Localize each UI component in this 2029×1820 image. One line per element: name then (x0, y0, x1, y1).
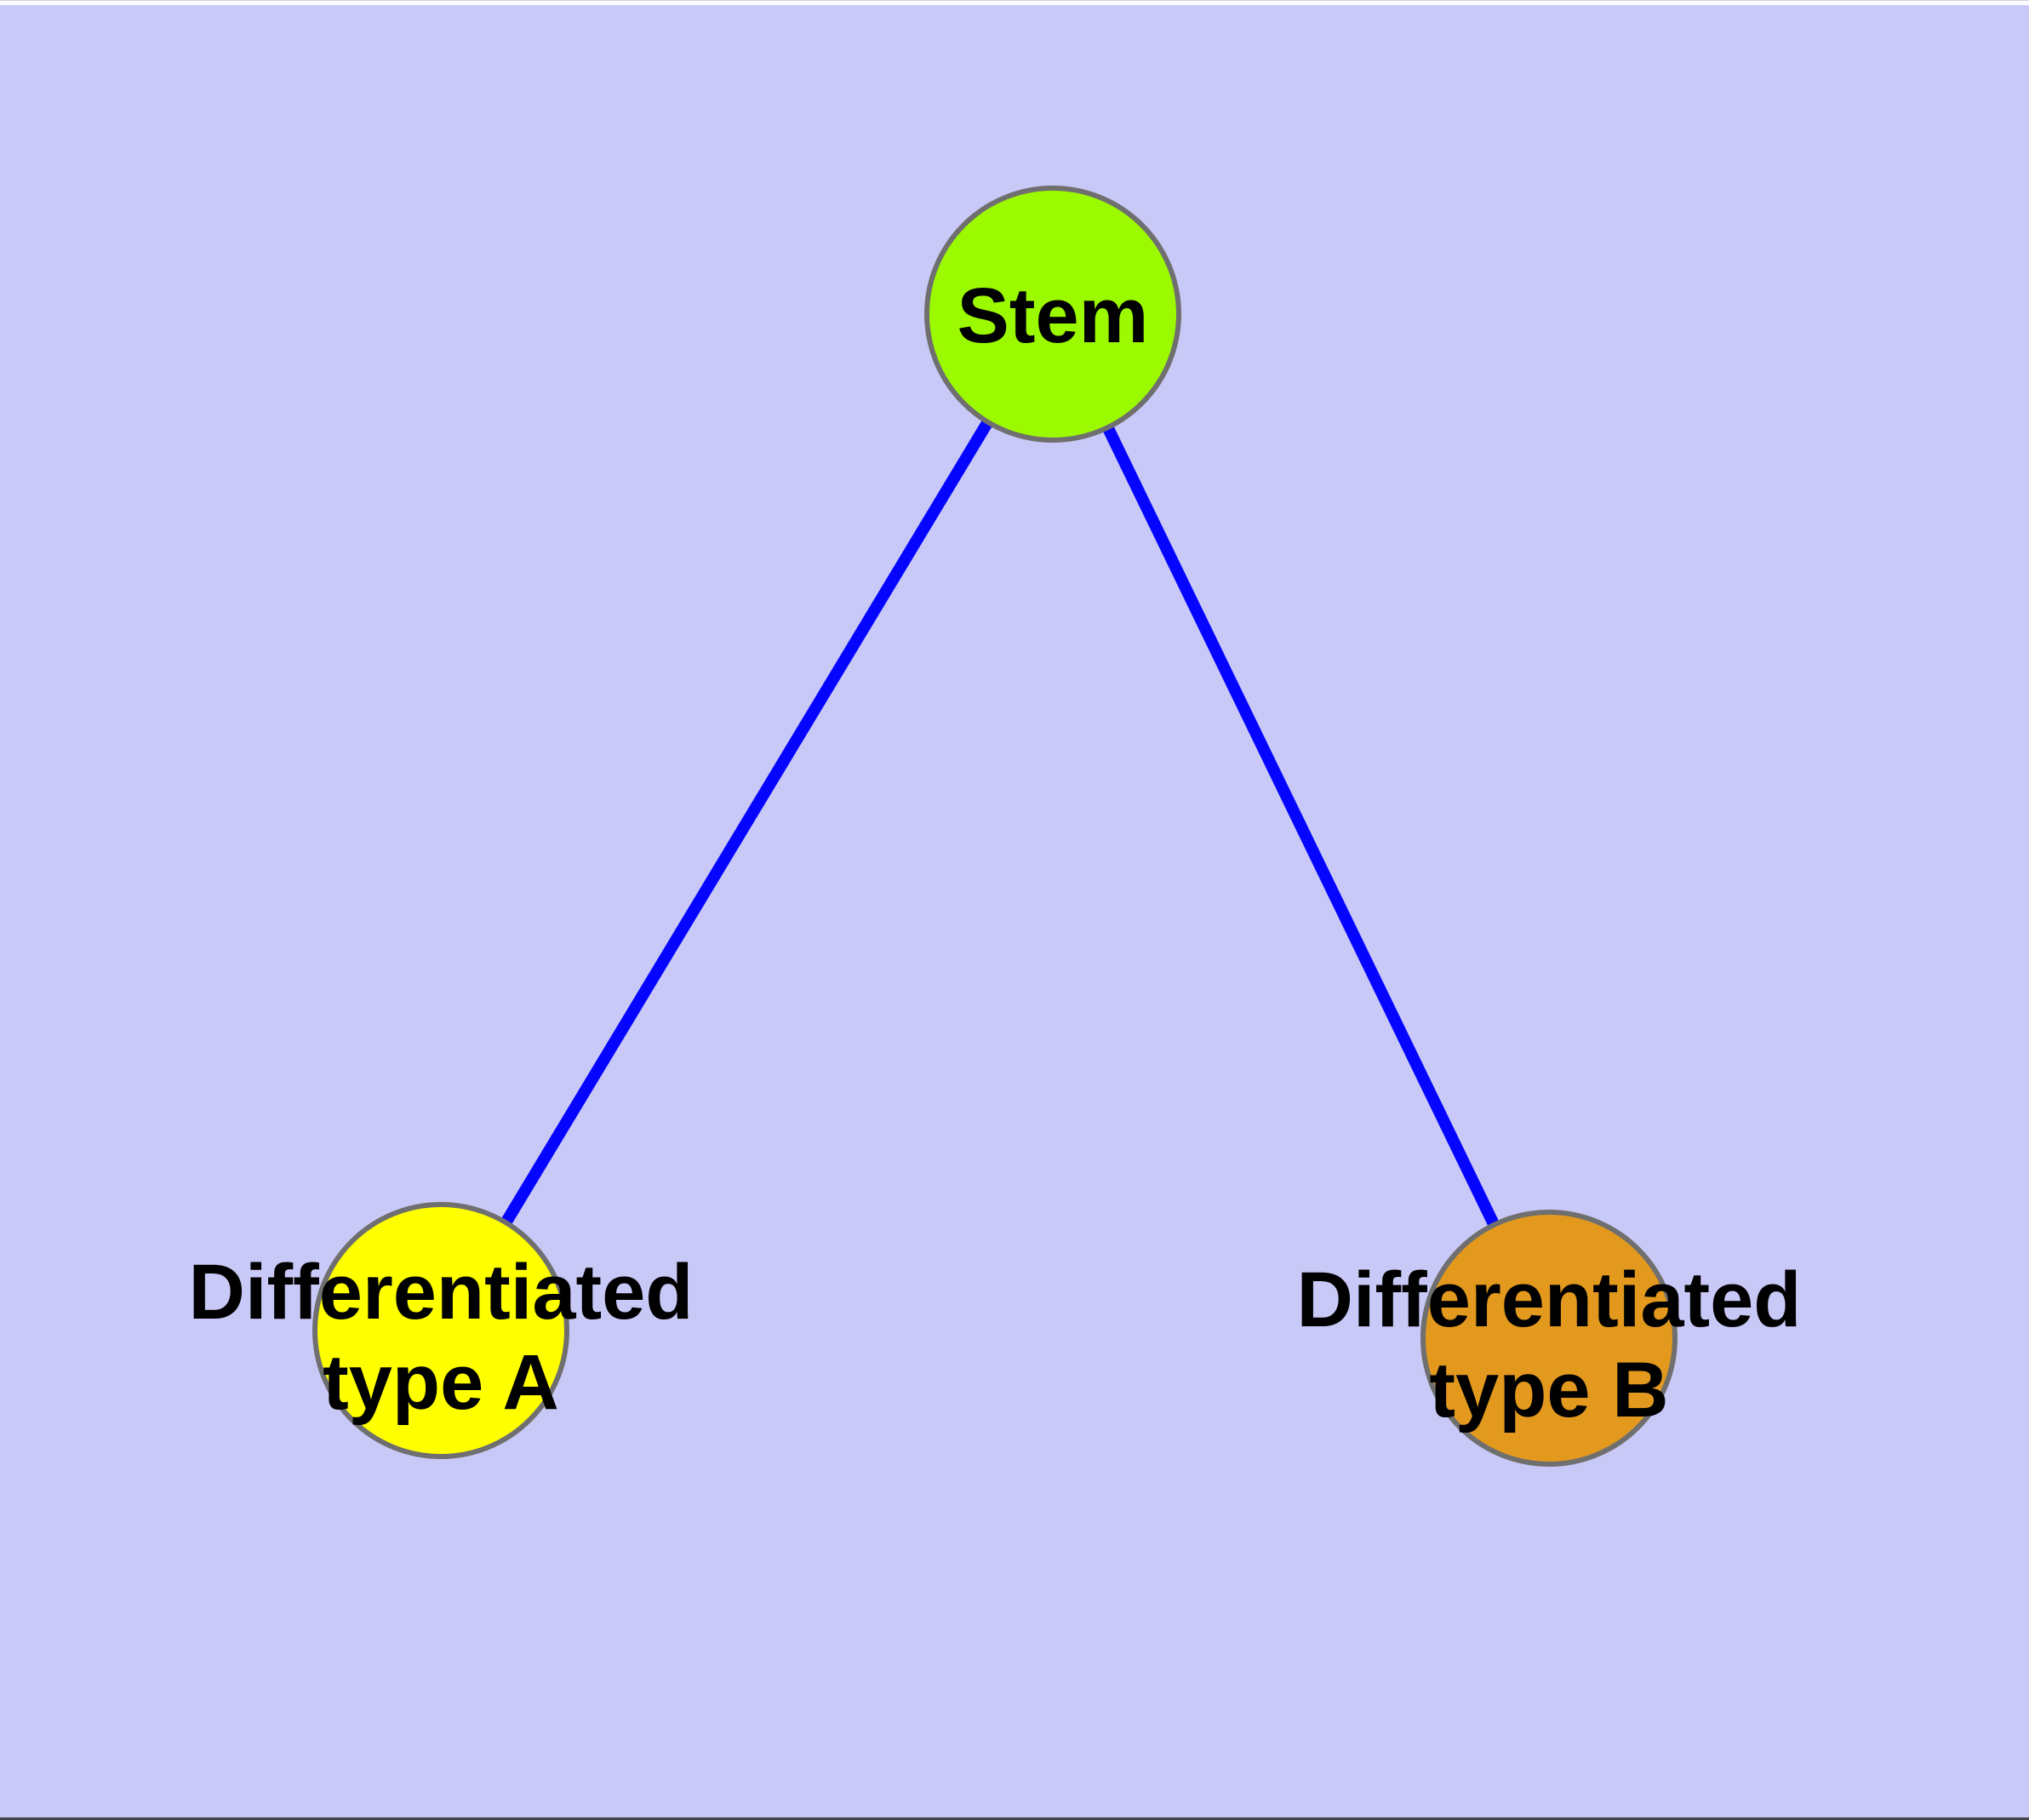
bottom-border-strip (0, 1817, 2029, 1820)
node-differentiated-type-b-label-line: Differentiated (1297, 1256, 1802, 1343)
top-border-strip (0, 0, 2029, 5)
edge-stem-to-differentiated-type-b (1047, 311, 1555, 1342)
node-differentiated-type-a-label-line: Differentiated (189, 1249, 694, 1336)
edges-layer (436, 311, 1555, 1342)
node-stem-circle (924, 186, 1181, 443)
node-differentiated-type-b-label-line: type B (1429, 1347, 1668, 1434)
node-differentiated-type-a-label-line: type A (323, 1339, 559, 1426)
node-stem: Stem (924, 186, 1181, 443)
node-stem-label: Stem (957, 272, 1149, 359)
node-differentiated-type-a-circle (312, 1202, 569, 1459)
edge-stem-to-differentiated-type-a (436, 311, 1058, 1334)
node-differentiated-type-b-circle (1420, 1210, 1677, 1467)
node-stem-label-line: Stem (957, 272, 1149, 359)
